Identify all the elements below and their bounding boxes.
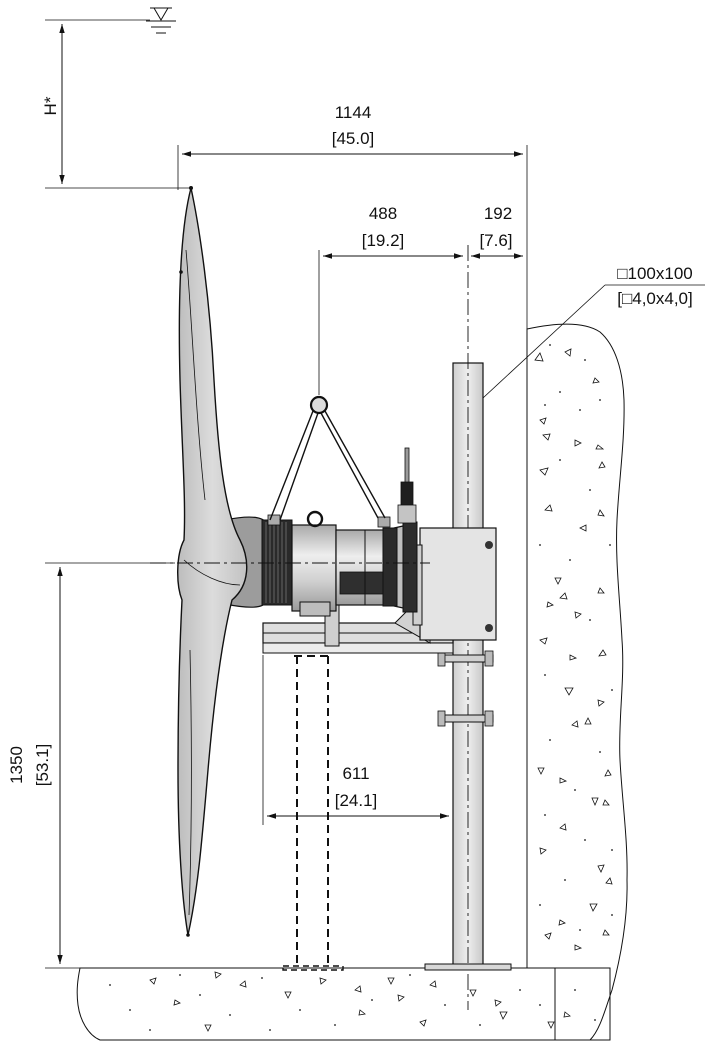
bracket-length-inch: [24.1] bbox=[335, 791, 378, 810]
overall-width-mm: 1144 bbox=[335, 103, 372, 122]
concrete-wall bbox=[526, 323, 628, 1041]
mast-profile-mm: □100x100 bbox=[617, 264, 693, 283]
shaft-height-dimension: 1350 [53.1] bbox=[7, 562, 175, 969]
mast-profile-inch: [□4,0x4,0] bbox=[617, 289, 692, 308]
submersion-depth-label: H* bbox=[41, 96, 60, 115]
motor-unit bbox=[224, 510, 418, 617]
overall-width-inch: [45.0] bbox=[332, 129, 375, 148]
bracket-length-dimension: 611 [24.1] bbox=[262, 655, 449, 825]
lifting-bail bbox=[269, 395, 386, 521]
suspension-offset-mm: 488 bbox=[369, 204, 397, 223]
concrete-floor bbox=[76, 967, 611, 1041]
suspension-offset-inch: [19.2] bbox=[362, 231, 405, 250]
wall-to-mast-inch: [7.6] bbox=[479, 231, 512, 250]
concrete-dots bbox=[109, 344, 613, 1031]
overall-width-dimension: 1144 [45.0] bbox=[177, 103, 528, 330]
suspension-offset-dimension: 488 [19.2] bbox=[318, 204, 463, 395]
cable-gland bbox=[397, 447, 417, 524]
mounting-plate bbox=[412, 527, 497, 641]
wall-to-mast-dimension: 192 [7.6] bbox=[471, 204, 523, 259]
concrete-texture bbox=[149, 348, 613, 1032]
water-level-icon bbox=[146, 7, 176, 34]
propeller bbox=[177, 186, 248, 937]
shaft-height-mm: 1350 bbox=[7, 746, 26, 784]
shaft-height-inch: [53.1] bbox=[33, 744, 52, 787]
bracket-length-mm: 611 bbox=[342, 764, 369, 783]
mast-profile-callout: □100x100 [□4,0x4,0] bbox=[468, 264, 705, 412]
wall-to-mast-mm: 192 bbox=[484, 204, 512, 223]
submersion-depth-dimension: H* bbox=[41, 19, 190, 189]
